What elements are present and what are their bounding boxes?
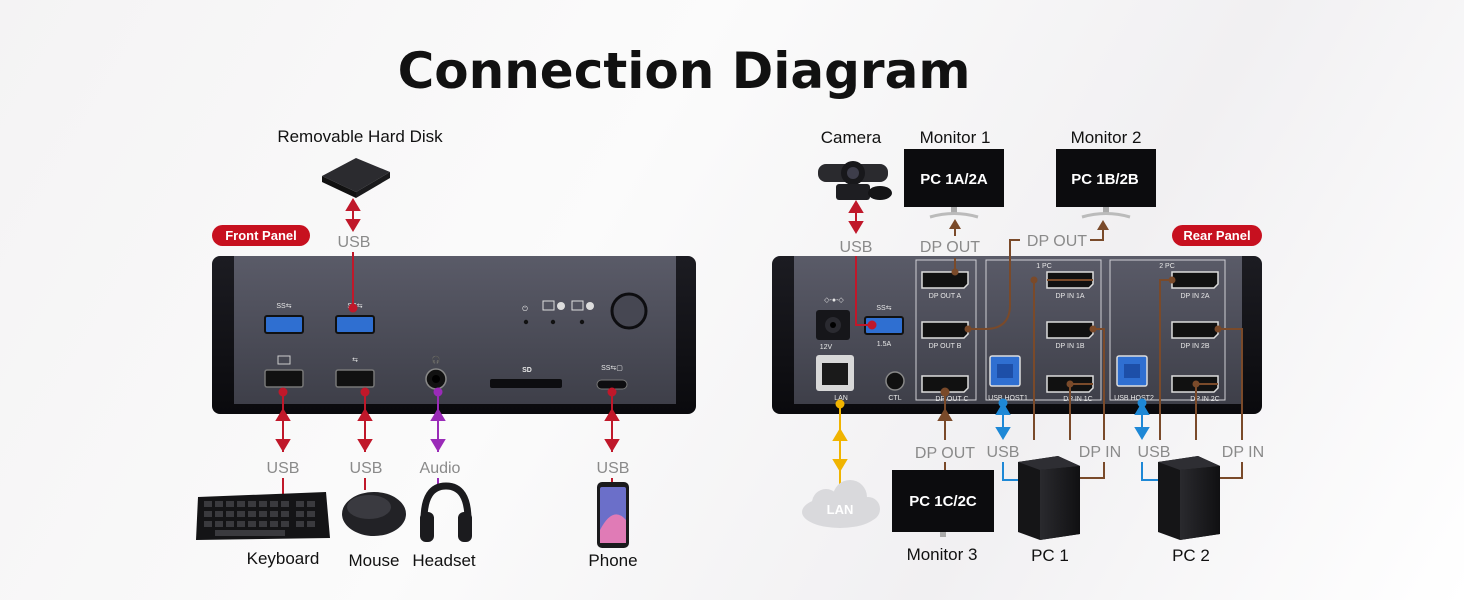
- dp-out-label-2: DP OUT: [1027, 233, 1087, 250]
- phone-label: Phone: [588, 551, 637, 570]
- monitor3-label: Monitor 3: [907, 545, 978, 564]
- port-dp-out-b: DP OUT B: [929, 343, 962, 350]
- mouse-icon: [342, 492, 406, 536]
- rear-panel-badge-label: Rear Panel: [1183, 228, 1250, 243]
- pc2-label: PC 2: [1172, 546, 1210, 565]
- camera-icon: [818, 161, 892, 200]
- dp-in-label-pc2: DP IN: [1222, 444, 1264, 461]
- rear-panel: Rear Panel ◇-●-◇ 12V SS⇆ 1.5A LAN CTL 1 …: [772, 128, 1264, 565]
- dp-in-2a-port: [1171, 271, 1219, 289]
- monitor2-screen: PC 1B/2B: [1071, 171, 1139, 188]
- monitor3-icon: [892, 470, 994, 537]
- port-dp-out-a: DP OUT A: [929, 293, 962, 300]
- monitor1-icon: [904, 149, 1004, 219]
- page-title: Connection Diagram: [398, 42, 971, 100]
- svg-text:SS⇆: SS⇆: [876, 305, 891, 312]
- sd-card-slot: [490, 379, 562, 388]
- usb-label-mouse: USB: [350, 460, 383, 477]
- pc2-tower-icon: [1158, 456, 1220, 540]
- port-12v: 12V: [820, 344, 833, 351]
- hard-disk-label: Removable Hard Disk: [277, 127, 443, 146]
- usb-label-camera: USB: [840, 239, 873, 256]
- pc1-group-mark: 1 PC: [1036, 263, 1052, 270]
- port-dp-in-2b: DP IN 2B: [1180, 343, 1209, 350]
- camera-label: Camera: [821, 128, 882, 147]
- port-dp-in-1c: DP IN 1C: [1063, 396, 1092, 403]
- usb-port-mouse: [335, 369, 375, 388]
- front-panel-badge-label: Front Panel: [225, 228, 297, 243]
- pc2-group-mark: 2 PC: [1159, 263, 1175, 270]
- pc1-label: PC 1: [1031, 546, 1069, 565]
- keyboard-label: Keyboard: [247, 549, 320, 568]
- svg-text:◇-●-◇: ◇-●-◇: [824, 297, 844, 304]
- port-dp-in-2a: DP IN 2A: [1180, 293, 1209, 300]
- dp-in-1b-port: [1046, 321, 1094, 339]
- dp-out-label-3: DP OUT: [915, 445, 975, 462]
- front-panel-badge: [212, 225, 310, 246]
- port-dp-in-2c: DP IN 2C: [1190, 396, 1219, 403]
- pc1-tower-icon: [1018, 456, 1080, 540]
- dp-in-2b-port: [1171, 321, 1219, 339]
- port-dp-out-c: DP OUT C: [935, 396, 968, 403]
- port-dp-in-1a: DP IN 1A: [1055, 293, 1084, 300]
- sd-mark: SD: [522, 367, 532, 374]
- monitor2-label: Monitor 2: [1071, 128, 1142, 147]
- rear-panel-badge: [1172, 225, 1262, 246]
- usb-label-pc1: USB: [987, 444, 1020, 461]
- audio-label: Audio: [420, 460, 461, 477]
- hard-disk-icon: [322, 158, 390, 198]
- port-dp-in-1b: DP IN 1B: [1055, 343, 1084, 350]
- port-usb-host2: USB HOST2: [1114, 395, 1154, 402]
- headset-icon: [420, 482, 472, 542]
- monitor1-label: Monitor 1: [920, 128, 991, 147]
- mouse-label: Mouse: [348, 551, 399, 570]
- port-usb-host1: USB HOST1: [988, 395, 1028, 402]
- front-panel: Front Panel SS⇆ SS⇆ ⇆ 🎧 SD SS⇆▢ ⏻: [196, 127, 696, 570]
- port-lan: LAN: [834, 395, 848, 402]
- front-hub-face: [234, 256, 676, 404]
- port-1-5a: 1.5A: [877, 341, 892, 348]
- usb-label-keyboard: USB: [267, 460, 300, 477]
- dp-out-label-1: DP OUT: [920, 239, 980, 256]
- switch-button: [610, 292, 648, 330]
- svg-text:SS⇆: SS⇆: [276, 303, 291, 310]
- dp-out-c-port: [921, 375, 969, 393]
- dp-in-label-pc1: DP IN: [1079, 444, 1121, 461]
- usb-label-phone: USB: [597, 460, 630, 477]
- dp-out-b-port: [921, 321, 969, 339]
- pc2-indicator-icon: [571, 300, 584, 311]
- usb-port-keyboard: [264, 369, 304, 388]
- keyboard-mark-icon: [277, 355, 291, 365]
- monitor3-screen: PC 1C/2C: [909, 493, 977, 510]
- dp-out-a-port: [921, 271, 969, 289]
- pc1-indicator-icon: [542, 300, 555, 311]
- lan-cloud-label: LAN: [827, 502, 854, 517]
- headset-label: Headset: [412, 551, 476, 570]
- power-mark-icon: ⏻: [522, 305, 528, 313]
- port-ctl: CTL: [888, 395, 901, 402]
- usb3-port-1: [264, 315, 304, 334]
- usb3-port-2: [335, 315, 375, 334]
- monitor2-icon: [1056, 149, 1156, 219]
- svg-text:⇆: ⇆: [352, 357, 358, 364]
- keyboard-icon: [196, 492, 330, 540]
- phone-icon: [597, 482, 629, 548]
- svg-text:SS⇆▢: SS⇆▢: [601, 365, 623, 372]
- usb-label-pc2: USB: [1138, 444, 1171, 461]
- monitor1-screen: PC 1A/2A: [920, 171, 988, 188]
- lan-cloud-icon: [802, 480, 880, 528]
- headphone-mark-icon: 🎧: [432, 355, 441, 364]
- usb-label-hard-disk: USB: [338, 234, 371, 251]
- ctl-jack: [885, 371, 905, 391]
